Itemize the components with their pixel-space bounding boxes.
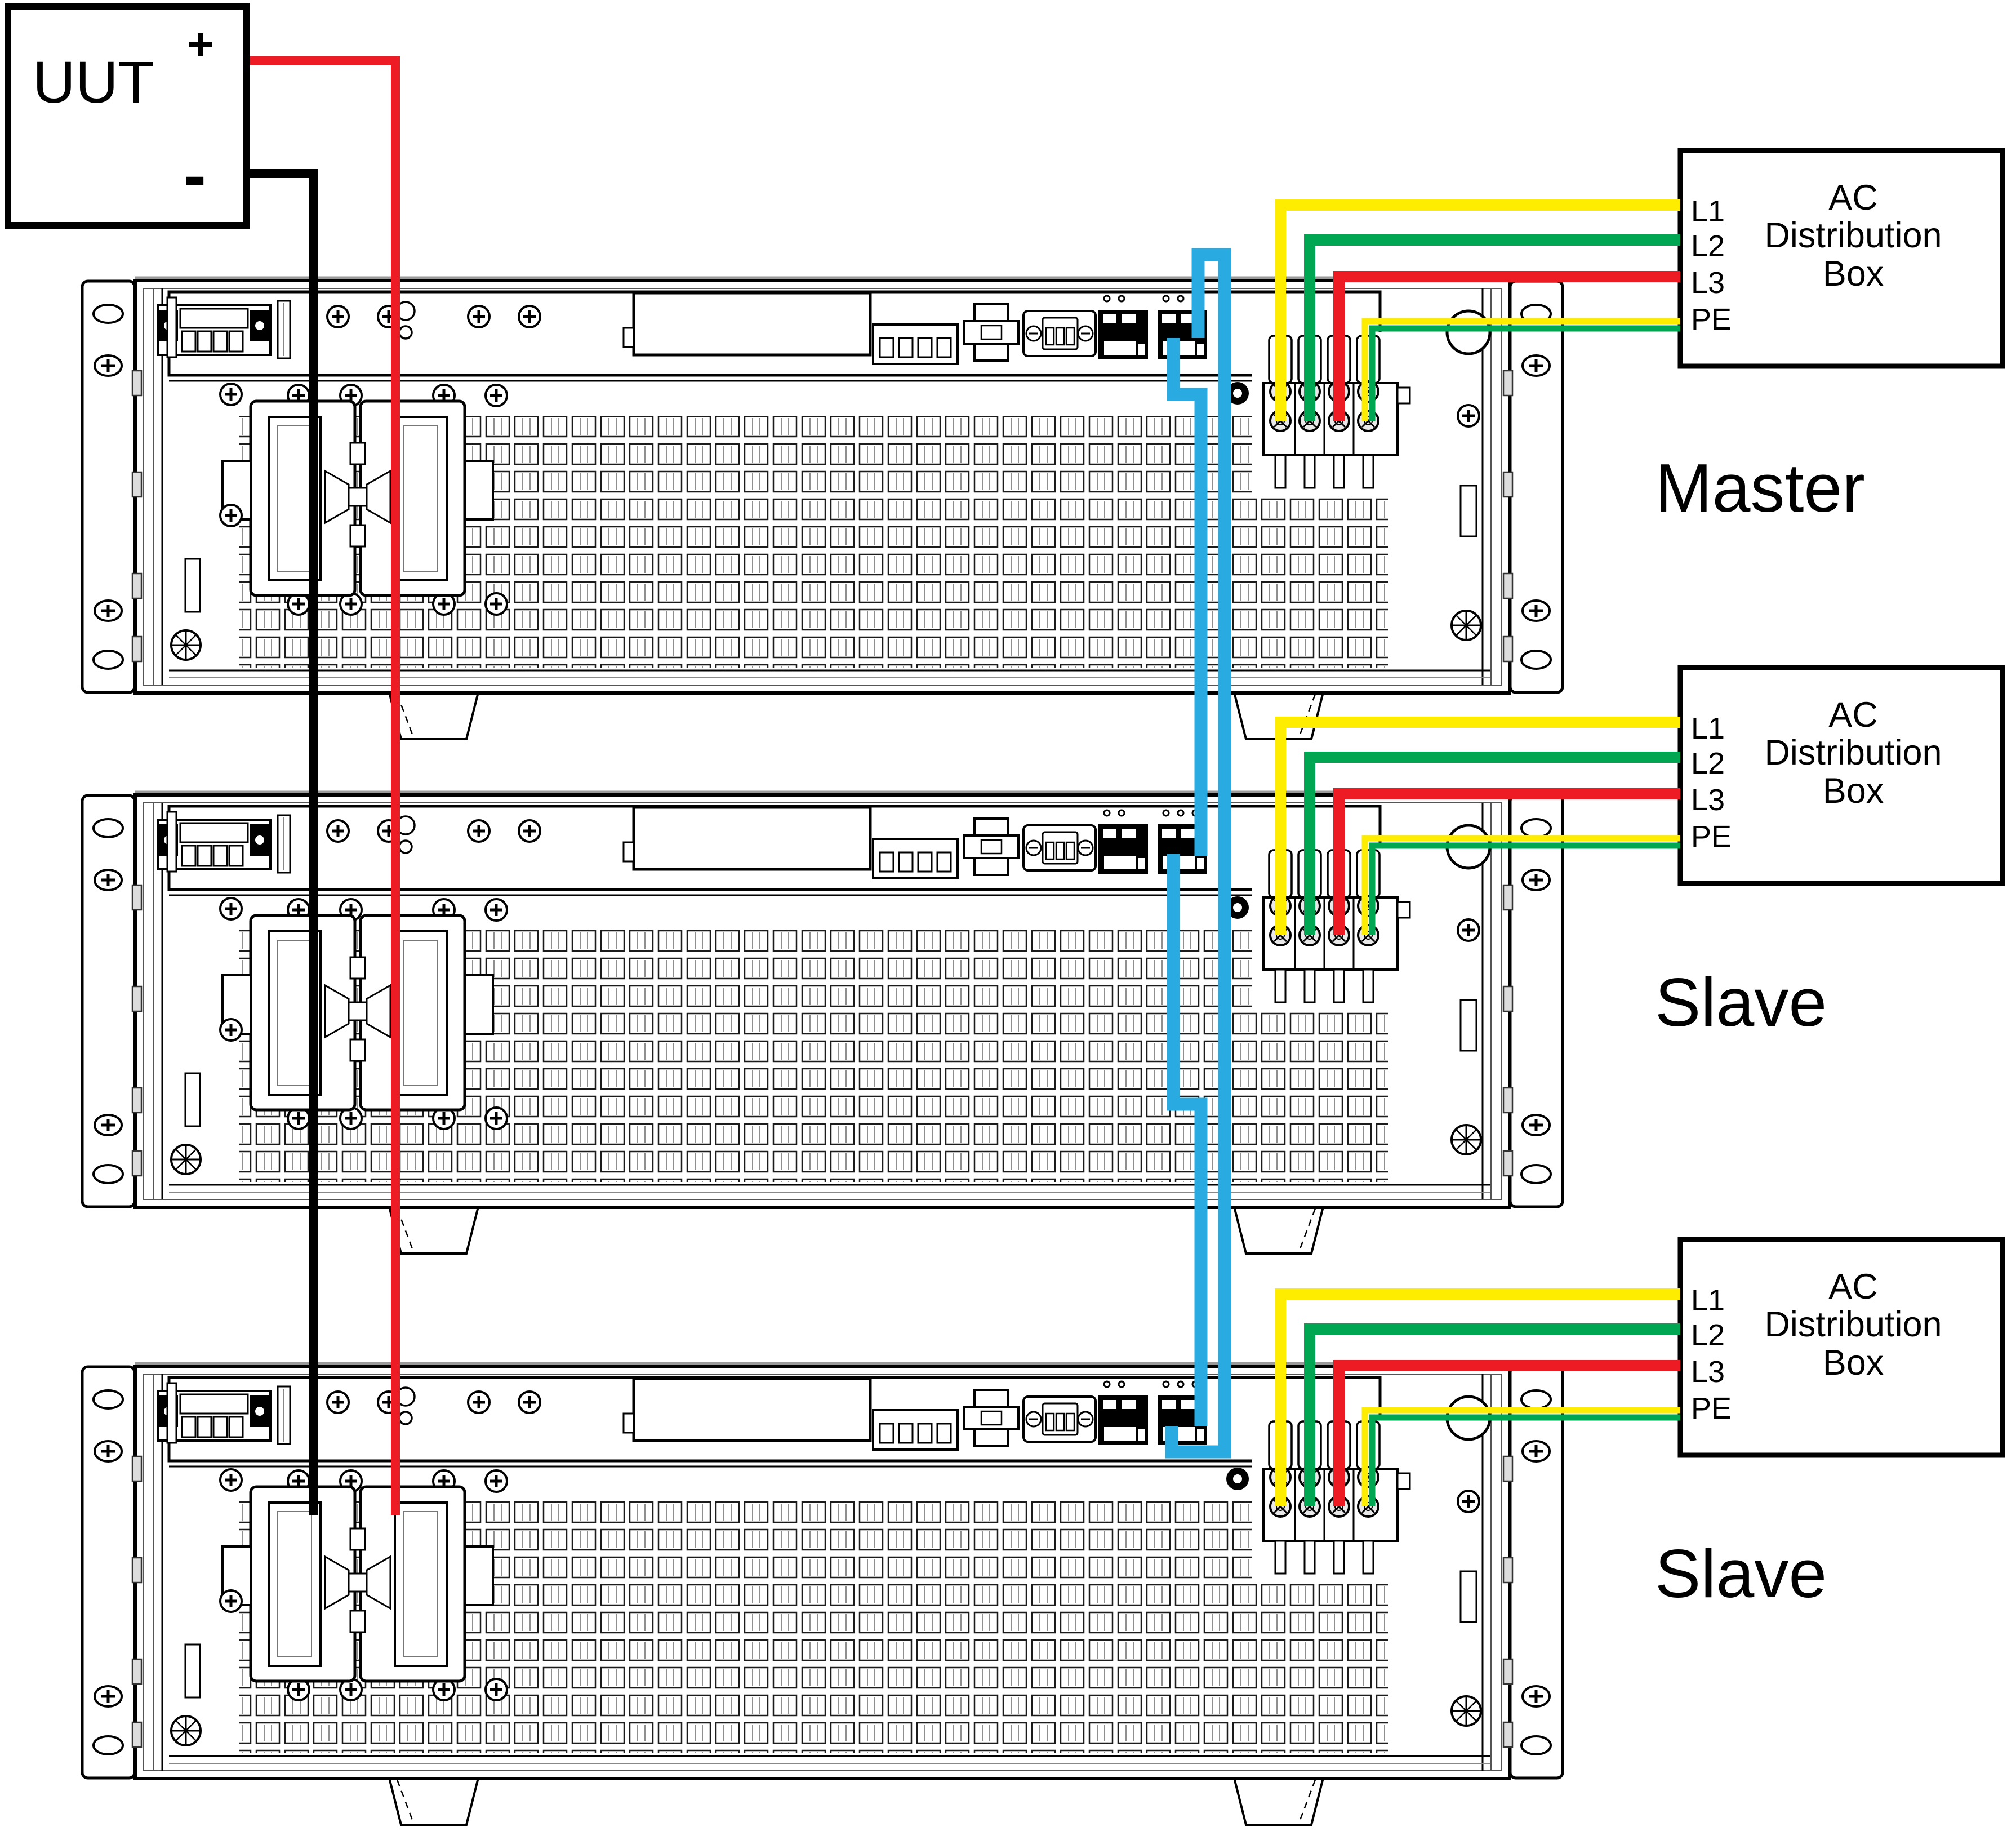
unit-label-slave1: Slave (1655, 964, 1827, 1041)
ac-box-title-line3: Box (1823, 1343, 1884, 1383)
pe-wire-green-master (1369, 325, 1680, 421)
ac-box-title-line3: Box (1823, 254, 1884, 294)
dc-negative-wire (243, 169, 318, 1515)
ac-distribution-box-master: AC Distribution Box L1 L2 L3 PE (1677, 148, 2005, 369)
l1-wire-master (1275, 199, 1680, 421)
ac-box-title-line2: Distribution (1764, 216, 1942, 255)
ac-distribution-box-slave2: AC Distribution Box L1 L2 L3 PE (1677, 1237, 2005, 1458)
ac-wires-master (1275, 199, 1680, 421)
unit-label-slave2: Slave (1655, 1535, 1827, 1612)
pe-wire-green-slave2 (1369, 1414, 1680, 1506)
port-label-l1: L1 (1691, 1283, 1725, 1317)
l3-wire-slave2 (1333, 1360, 1680, 1506)
unit-label-master: Master (1655, 450, 1865, 526)
ac-box-title-line3: Box (1823, 771, 1884, 811)
share-bus-wire-slave1-slave2 (1167, 854, 1208, 1426)
share-bus-wire-master-slave2 (1165, 248, 1231, 1459)
uut-box: UUT + - (5, 3, 250, 229)
l2-wire-slave1 (1304, 752, 1680, 935)
ac-box-outline (1677, 665, 2005, 886)
l1-wire-slave1 (1275, 717, 1680, 935)
ac-distribution-box-slave1: AC Distribution Box L1 L2 L3 PE (1677, 665, 2005, 886)
l2-wire-slave2 (1304, 1323, 1680, 1506)
port-label-l3: L3 (1691, 783, 1725, 817)
l3-wire-master (1333, 271, 1680, 421)
port-label-l1: L1 (1691, 712, 1725, 745)
port-label-pe: PE (1691, 1392, 1732, 1425)
pe-wire-yellow-slave2 (1361, 1407, 1680, 1506)
port-label-l3: L3 (1691, 266, 1725, 300)
ac-box-title-line2: Distribution (1764, 733, 1942, 772)
ac-box-outline (1677, 148, 2005, 369)
ac-box-title-line1: AC (1828, 1267, 1878, 1306)
port-label-pe: PE (1691, 820, 1732, 854)
ac-box-title-line2: Distribution (1764, 1305, 1942, 1344)
ac-wires-slave2 (1275, 1288, 1680, 1506)
ac-box-title-line1: AC (1828, 178, 1878, 217)
port-label-l2: L2 (1691, 229, 1725, 263)
ac-box-outline (1677, 1237, 2005, 1458)
pe-wire-yellow-slave1 (1361, 835, 1680, 935)
port-label-l2: L2 (1691, 1318, 1725, 1352)
ac-box-title-line1: AC (1828, 695, 1878, 735)
port-label-l2: L2 (1691, 746, 1725, 780)
dc-positive-wire (243, 56, 400, 1515)
uut-label: UUT (33, 50, 154, 115)
port-label-l1: L1 (1691, 194, 1725, 228)
pe-wire-yellow-master (1361, 318, 1680, 421)
pe-wire-green-slave1 (1369, 842, 1680, 935)
uut-minus-terminal: - (184, 137, 206, 213)
share-bus-wire-master-slave1 (1167, 338, 1208, 856)
ac-wires-slave1 (1275, 717, 1680, 935)
l2-wire-master (1304, 234, 1680, 421)
l3-wire-slave1 (1333, 788, 1680, 935)
uut-plus-terminal: + (188, 19, 214, 69)
port-label-l3: L3 (1691, 1355, 1725, 1389)
l1-wire-slave2 (1275, 1288, 1680, 1506)
port-label-pe: PE (1691, 303, 1732, 336)
uut-outline (5, 3, 250, 229)
